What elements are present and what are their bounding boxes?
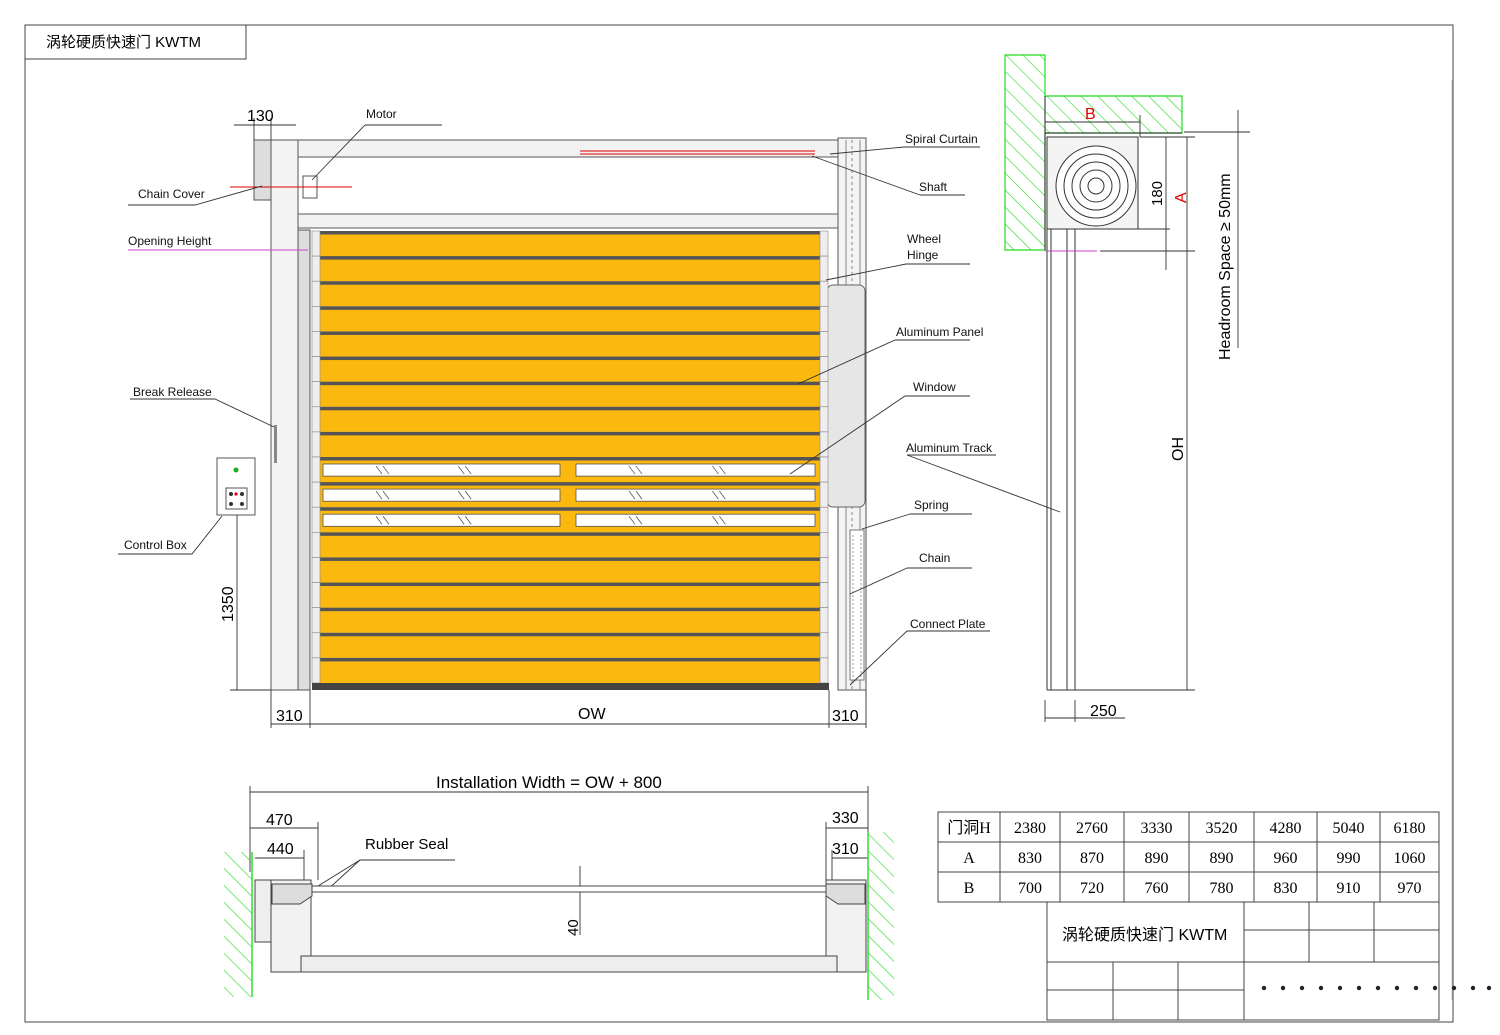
- table-cell: 700: [1018, 880, 1042, 897]
- dim-ow: OW: [578, 706, 606, 723]
- table-cell: 2760: [1076, 820, 1108, 837]
- side-view: B 180 A Headroom Space ≥ 50mm OH 250: [1004, 54, 1250, 722]
- table-cell: 960: [1274, 850, 1298, 867]
- dim-310-plan: 310: [832, 841, 859, 858]
- dim-40: 40: [565, 919, 582, 936]
- window-pane: [575, 488, 816, 502]
- label-motor: Motor: [366, 107, 397, 121]
- label-chain-cover: Chain Cover: [138, 187, 205, 201]
- plan-view: Installation Width = OW + 800: [224, 773, 894, 1000]
- table-cell: 6180: [1394, 820, 1426, 837]
- window-pane: [322, 463, 561, 477]
- door-panel: [320, 231, 820, 257]
- table-cell: 830: [1274, 880, 1298, 897]
- table-cell: 830: [1018, 850, 1042, 867]
- table-row-header: B: [964, 880, 975, 897]
- table-cell: 720: [1080, 880, 1104, 897]
- title-box: [24, 24, 247, 60]
- door-panel: [320, 281, 820, 307]
- table-cell: 760: [1145, 880, 1169, 897]
- spring: [849, 529, 865, 681]
- label-aluminum-track: Aluminum Track: [906, 441, 993, 455]
- title-block: [1046, 901, 1440, 1021]
- door-panel: [320, 557, 820, 583]
- label-aluminum-panel: Aluminum Panel: [896, 325, 983, 339]
- table-cell: 870: [1080, 850, 1104, 867]
- table-cell: 3520: [1206, 820, 1238, 837]
- headroom-label: Headroom Space ≥ 50mm: [1217, 173, 1234, 360]
- front-view: 130 1350 310 OW 310 Motor Chain Cover Op…: [118, 107, 1061, 728]
- left-column: [270, 139, 299, 691]
- label-window: Window: [913, 380, 956, 394]
- dim-b: B: [1085, 106, 1096, 123]
- label-rubber-seal: Rubber Seal: [365, 836, 448, 853]
- side-cover: [826, 284, 866, 508]
- door-panel: [320, 632, 820, 658]
- label-spiral-curtain: Spiral Curtain: [905, 132, 978, 146]
- door-panel: [320, 406, 820, 432]
- dim-1350: 1350: [220, 586, 237, 622]
- door-panel: [320, 331, 820, 357]
- dim-oh: OH: [1170, 437, 1187, 461]
- door-panel: [320, 532, 820, 558]
- table-cell: 890: [1145, 850, 1169, 867]
- dim-180: 180: [1149, 181, 1166, 206]
- chain-cover-box: [253, 139, 272, 201]
- label-opening-height: Opening Height: [128, 234, 212, 248]
- dim-left-310: 310: [276, 708, 303, 725]
- door-panel: [320, 582, 820, 608]
- label-hinge: Hinge: [907, 248, 939, 262]
- dim-130: 130: [247, 108, 274, 125]
- dim-250: 250: [1090, 703, 1117, 720]
- dim-330: 330: [832, 810, 859, 827]
- table-cell: 990: [1337, 850, 1361, 867]
- window-pane: [322, 488, 561, 502]
- door-panel: [320, 431, 820, 457]
- door-panel: [320, 306, 820, 332]
- table-cell: 910: [1337, 880, 1361, 897]
- window-pane: [575, 513, 816, 527]
- label-wheel: Wheel: [907, 232, 941, 246]
- door-panel: [320, 657, 820, 683]
- wall-right-plan: [868, 832, 894, 1000]
- window-pane: [575, 463, 816, 477]
- table-cell: 780: [1210, 880, 1234, 897]
- door-panel: [320, 356, 820, 382]
- dotted-trail: [1261, 985, 1492, 991]
- dim-440: 440: [267, 841, 294, 858]
- door-panel: [320, 256, 820, 282]
- table-cell: 970: [1398, 880, 1422, 897]
- table-cell: 1060: [1394, 850, 1426, 867]
- table-cell: 5040: [1333, 820, 1365, 837]
- table-cell: 890: [1210, 850, 1234, 867]
- door-panel: [320, 381, 820, 407]
- door-curtain: [311, 230, 829, 684]
- window-pane: [322, 513, 561, 527]
- dim-470: 470: [266, 812, 293, 829]
- install-width-label: Installation Width = OW + 800: [436, 773, 662, 792]
- table-cell: 3330: [1141, 820, 1173, 837]
- curtain-plan: [311, 885, 827, 893]
- door-panel: [320, 607, 820, 633]
- wall-left-plan: [224, 852, 252, 997]
- bottom-bar: [312, 683, 829, 690]
- title-block-text: 涡轮硬质快速门 KWTM: [1062, 926, 1227, 944]
- label-control-box: Control Box: [124, 538, 187, 552]
- table-row-header: 门洞H: [947, 819, 991, 837]
- sheet-border: [24, 24, 1454, 1023]
- dim-a: A: [1173, 192, 1190, 203]
- label-break-release: Break Release: [133, 385, 212, 399]
- label-shaft: Shaft: [919, 180, 948, 194]
- table-cell: 2380: [1014, 820, 1046, 837]
- label-spring: Spring: [914, 498, 949, 512]
- sheet-title: 涡轮硬质快速门 KWTM: [46, 34, 201, 51]
- table-cell: 4280: [1270, 820, 1302, 837]
- dim-right-310: 310: [832, 708, 859, 725]
- label-chain: Chain: [919, 551, 950, 565]
- label-connect-plate: Connect Plate: [910, 617, 986, 631]
- table-row-header: A: [963, 850, 975, 867]
